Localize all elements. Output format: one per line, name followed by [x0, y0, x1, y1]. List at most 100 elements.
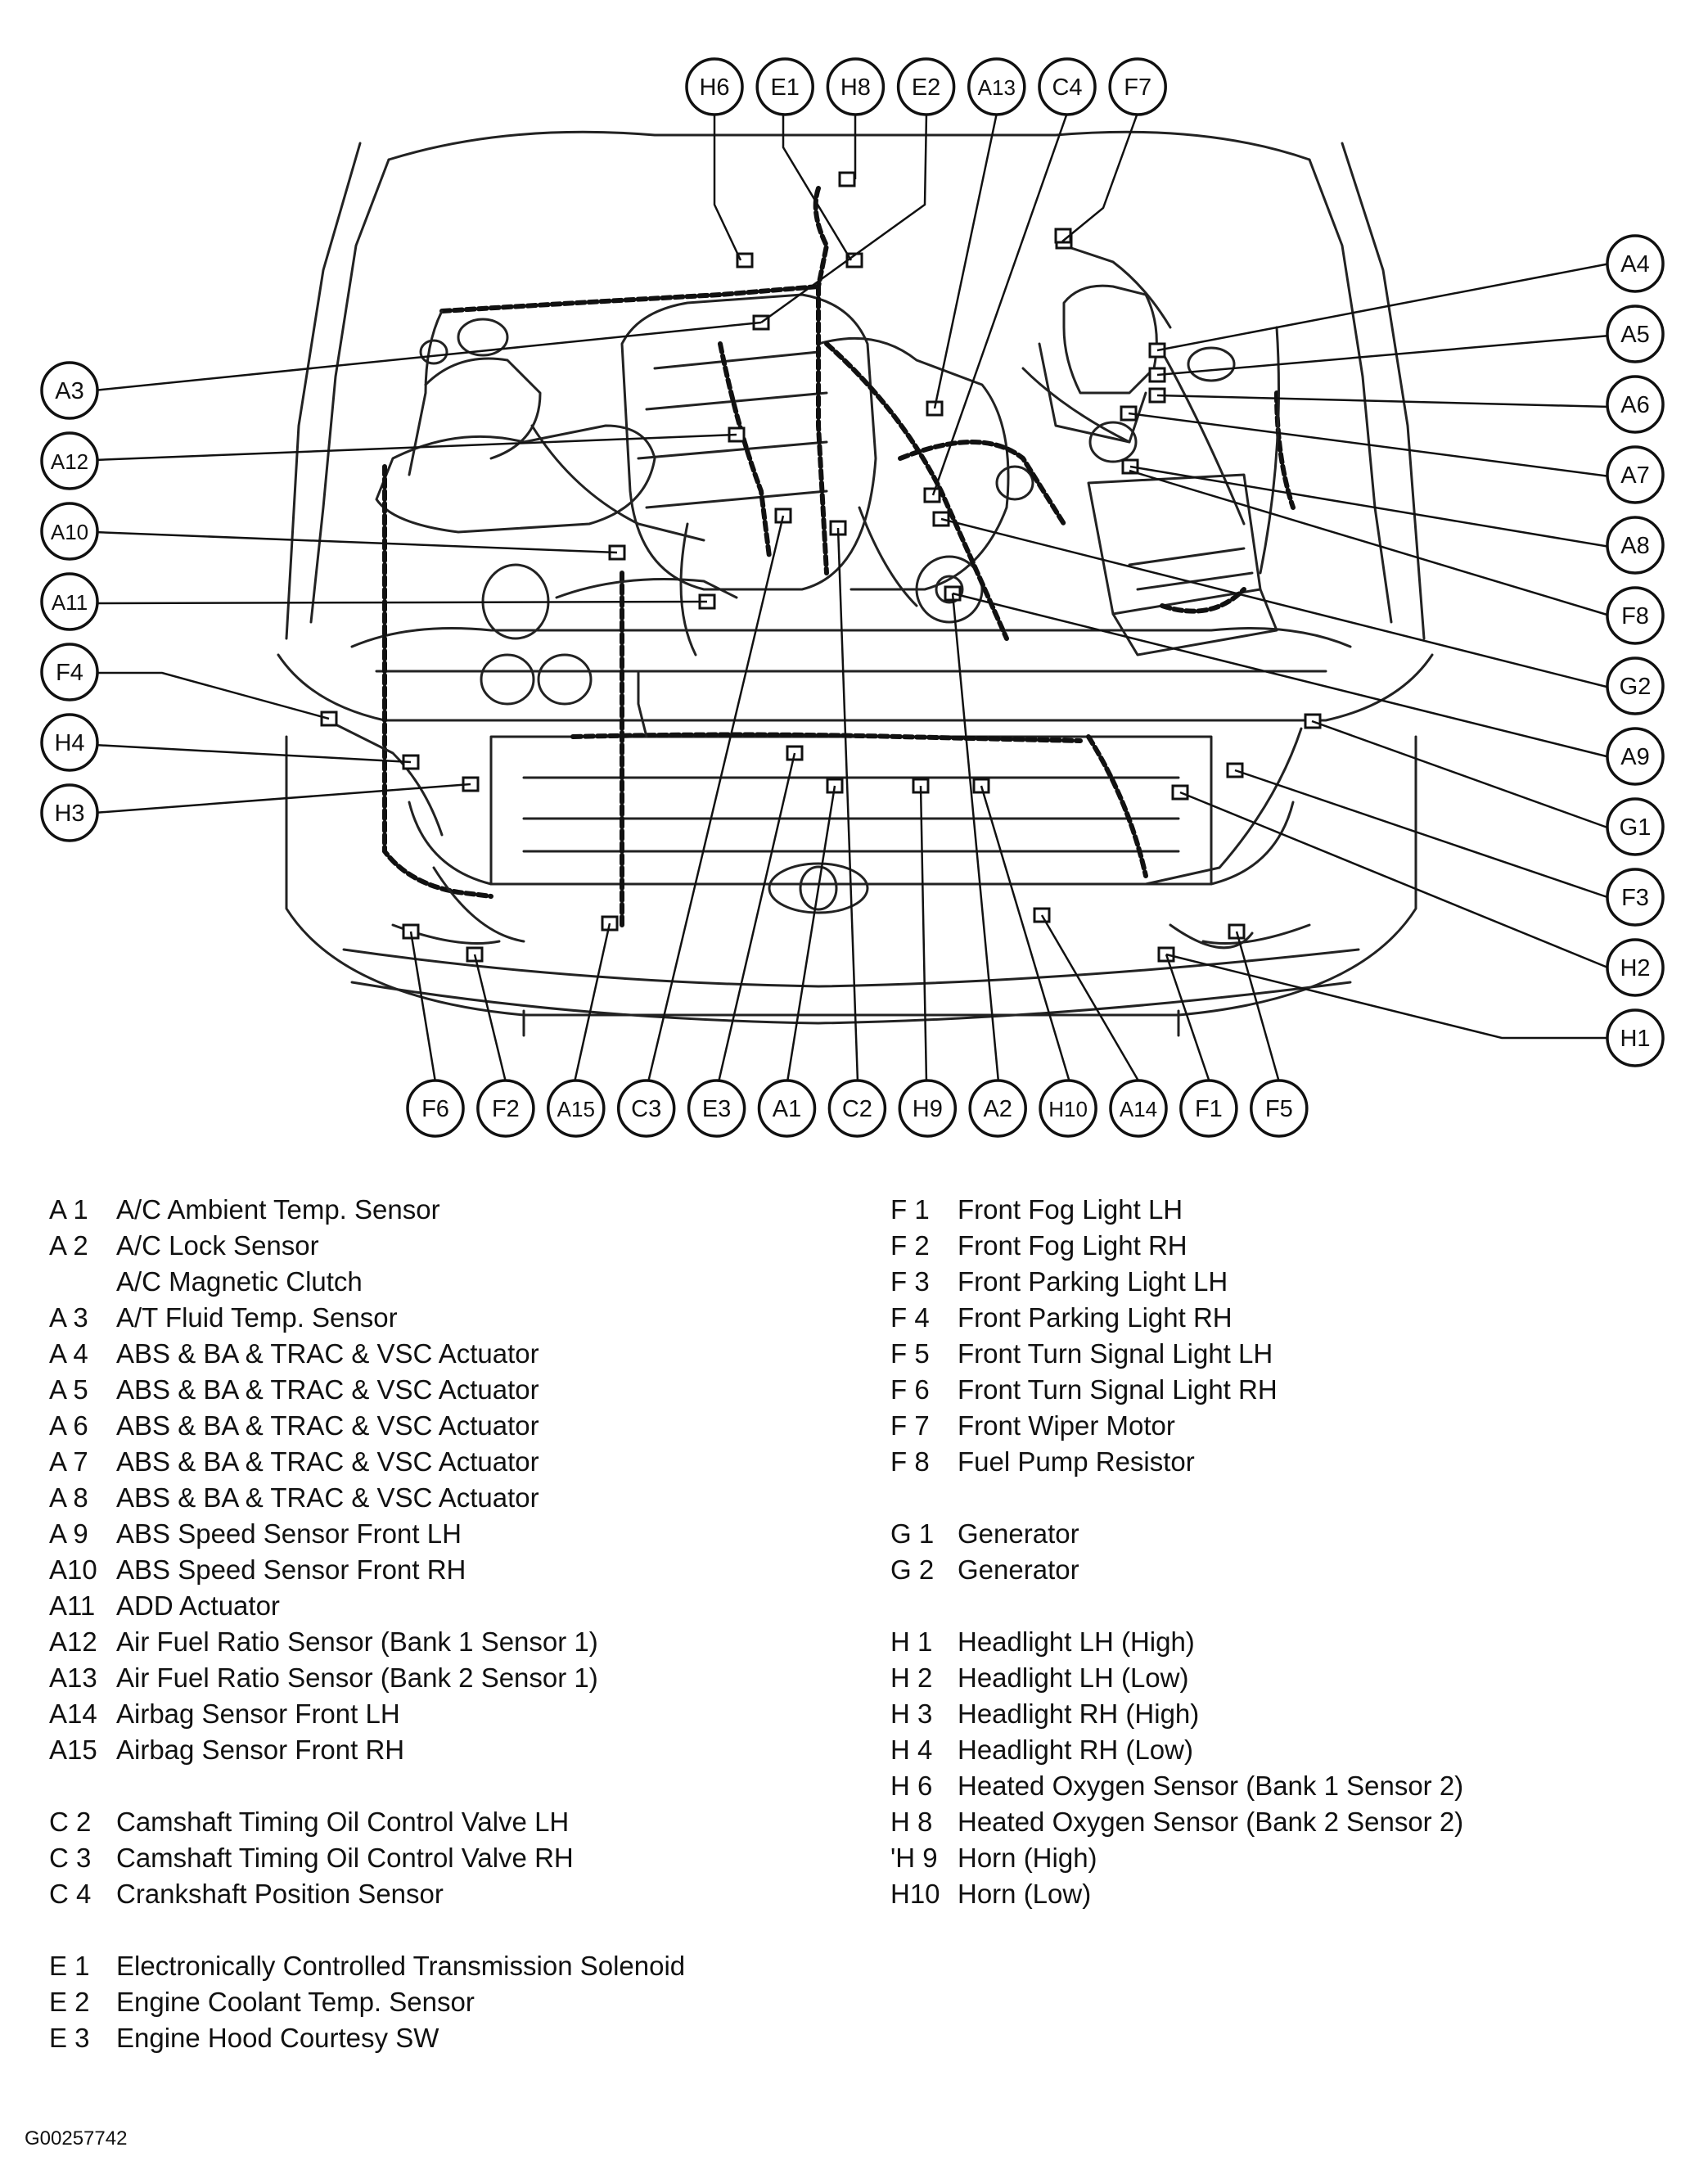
callout-c4: C4 — [1038, 57, 1097, 116]
callout-text: A5 — [1620, 322, 1649, 348]
callout-circle — [406, 1079, 465, 1138]
callout-f6: F6 — [406, 1079, 465, 1138]
legend-description: Airbag Sensor Front LH — [116, 1699, 400, 1729]
legend-description: Headlight RH (High) — [958, 1699, 1200, 1729]
callout-text: F5 — [1265, 1096, 1293, 1122]
legend-code: A 9 — [49, 1518, 88, 1549]
legend-code: A 8 — [49, 1482, 88, 1513]
callout-circle — [40, 431, 99, 490]
legend-code: A15 — [49, 1735, 97, 1765]
callout-text: A1 — [773, 1096, 801, 1122]
callout-a11: A11 — [40, 572, 99, 631]
legend-description: Generator — [958, 1518, 1079, 1549]
callout-text: G1 — [1620, 814, 1652, 841]
callout-circle — [1250, 1079, 1309, 1138]
callout-text: A11 — [52, 590, 88, 615]
legend-code: A11 — [49, 1590, 96, 1621]
callout-circle — [1038, 57, 1097, 116]
legend-row: G 1 Generator — [890, 1516, 1463, 1552]
callout-circle — [1606, 938, 1665, 997]
callout-text: A7 — [1620, 462, 1649, 489]
legend-description: Front Parking Light LH — [958, 1266, 1228, 1297]
legend-description: Air Fuel Ratio Sensor (Bank 1 Sensor 1) — [116, 1626, 598, 1657]
callout-text: C3 — [631, 1096, 661, 1122]
callout-a15: A15 — [547, 1079, 606, 1138]
legend-code: A10 — [49, 1554, 97, 1585]
callout-circle — [1606, 727, 1665, 786]
legend-code: F 5 — [890, 1338, 930, 1369]
vehicle-outline — [277, 130, 1434, 1037]
legend-code: G 1 — [890, 1518, 935, 1549]
callout-c3: C3 — [616, 1079, 676, 1138]
legend-code: A 2 — [49, 1230, 88, 1261]
callout-circle — [616, 1079, 676, 1138]
legend-code: A14 — [49, 1699, 97, 1729]
callout-circle — [826, 57, 886, 116]
legend-code: H 8 — [890, 1807, 933, 1837]
legend-row: H 3 Headlight RH (High) — [890, 1696, 1463, 1732]
callout-circle — [1606, 1008, 1665, 1067]
legend-code: A13 — [49, 1662, 97, 1693]
legend-description: Front Parking Light RH — [958, 1302, 1233, 1333]
callout-text: E1 — [770, 74, 799, 101]
callout-circle — [1606, 445, 1665, 504]
callout-circle — [40, 502, 99, 561]
legend-description: Front Fog Light LH — [958, 1194, 1183, 1225]
legend-description: Front Turn Signal Light LH — [958, 1338, 1273, 1369]
callout-circle — [40, 361, 99, 420]
callout-text: H8 — [840, 74, 871, 101]
legend-code — [49, 1264, 116, 1300]
callout-circle — [1606, 516, 1665, 575]
legend-code: H 3 — [890, 1699, 933, 1729]
legend-code: A 3 — [49, 1302, 88, 1333]
legend-code: A 7 — [49, 1446, 88, 1477]
callout-circle — [1108, 57, 1167, 116]
legend-description: Horn (Low) — [958, 1879, 1092, 1909]
legend-code: F 7 — [890, 1410, 930, 1441]
callout-text: H10 — [1048, 1097, 1088, 1121]
legend-description: Engine Hood Courtesy SW — [116, 2023, 439, 2053]
legend-row: A/C Magnetic Clutch — [49, 1264, 685, 1300]
callout-text: F1 — [1195, 1096, 1223, 1122]
legend-description: Engine Coolant Temp. Sensor — [116, 1987, 475, 2017]
callout-e2: E2 — [896, 57, 956, 116]
callout-text: A4 — [1620, 251, 1649, 277]
legend-description: A/C Magnetic Clutch — [116, 1266, 363, 1297]
legend-description: Fuel Pump Resistor — [958, 1446, 1195, 1477]
callout-text: A14 — [1120, 1097, 1157, 1121]
legend-description: Headlight LH (High) — [958, 1626, 1195, 1657]
callout-g2: G2 — [1606, 656, 1665, 715]
callout-h1: H1 — [1606, 1008, 1665, 1067]
legend-code: A 4 — [49, 1338, 88, 1369]
callout-circle — [1606, 797, 1665, 856]
wire-runs — [326, 244, 1303, 950]
callout-circle — [685, 57, 744, 116]
callout-a9: A9 — [1606, 727, 1665, 786]
legend-code: A 1 — [49, 1194, 88, 1225]
legend-code: E 1 — [49, 1951, 90, 1981]
callout-circle — [1606, 234, 1665, 293]
callout-a6: A6 — [1606, 375, 1665, 434]
callout-a5: A5 — [1606, 305, 1665, 363]
legend-description: Camshaft Timing Oil Control Valve RH — [116, 1843, 574, 1873]
callout-circle — [1606, 656, 1665, 715]
callout-a2: A2 — [968, 1079, 1027, 1138]
callout-circle — [1606, 586, 1665, 645]
callout-circle — [757, 1079, 817, 1138]
legend-description: A/T Fluid Temp. Sensor — [116, 1302, 398, 1333]
callout-f5: F5 — [1250, 1079, 1309, 1138]
callout-text: F7 — [1124, 74, 1151, 101]
